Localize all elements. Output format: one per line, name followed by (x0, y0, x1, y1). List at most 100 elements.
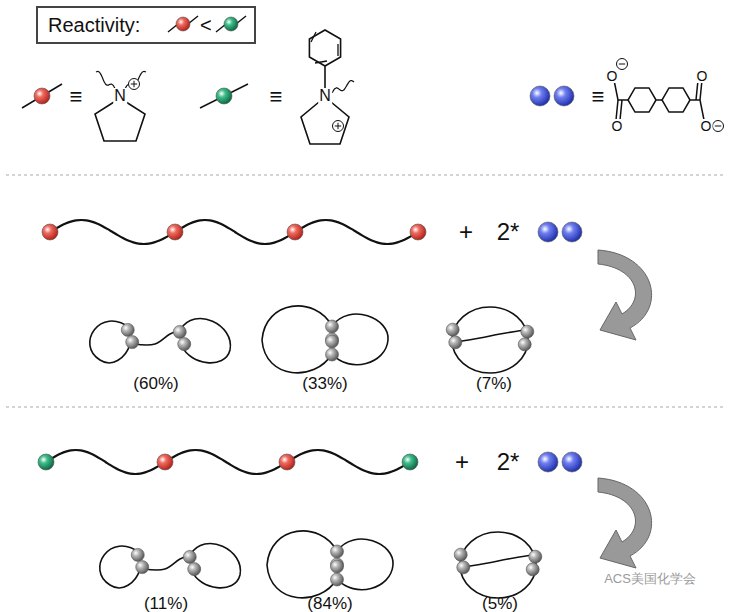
red-bead (410, 224, 426, 240)
blue-bead (538, 222, 558, 242)
macrocycle-loop (262, 306, 332, 373)
charge-sign (715, 126, 721, 127)
pyrrolidine-ring (301, 102, 349, 144)
macrocycle-loop (332, 314, 388, 365)
yield-value: (33%) (302, 375, 347, 392)
chain-linker (464, 555, 532, 567)
grey-bead (183, 550, 196, 563)
grey-bead (178, 338, 191, 351)
wavy-bond (124, 71, 146, 91)
macrocycle-loop (267, 531, 337, 598)
grey-bead (457, 561, 470, 574)
blue-bead (562, 452, 582, 472)
chain-linker (287, 450, 410, 474)
grey-bead (131, 548, 144, 561)
green-bead (224, 17, 238, 31)
atom-label: N (318, 88, 332, 104)
green-bead (38, 454, 54, 470)
equivalence-sign: ≡ (592, 86, 605, 108)
pyrrolidine-ring (95, 102, 145, 141)
equivalence-sign: ≡ (270, 86, 283, 108)
bond (616, 100, 618, 120)
charge-circle (333, 121, 344, 132)
bond (700, 100, 704, 120)
dashed-separator (6, 175, 723, 176)
grey-bead (173, 325, 186, 338)
dashed-separator (6, 407, 723, 408)
bond (700, 80, 702, 100)
phenyl-ring (309, 30, 340, 66)
chain-linker (46, 450, 165, 474)
blue-bead (554, 86, 574, 106)
grey-bead (529, 550, 542, 563)
chain-linker (50, 220, 175, 244)
bead-stub (22, 84, 62, 108)
charge-circle (713, 121, 724, 132)
grey-bead (446, 323, 459, 336)
yield-value: (60%) (133, 375, 178, 392)
grey-bead (331, 545, 344, 558)
bond (618, 99, 628, 101)
red-bead (167, 224, 183, 240)
red-bead (34, 88, 50, 104)
chain-linker (175, 220, 295, 244)
yield-value: (11%) (144, 595, 188, 612)
grey-bead (331, 573, 344, 586)
reaction-arrow (598, 250, 652, 340)
stoichiometry: 2* (497, 450, 520, 474)
atom-label: O (700, 119, 713, 133)
phenyl-ring (662, 88, 690, 112)
bond (656, 99, 662, 101)
grey-bead (454, 548, 467, 561)
bond (696, 80, 698, 100)
blue-bead (562, 222, 582, 242)
bond (690, 99, 700, 101)
ring-double-bond (311, 32, 316, 42)
red-bead (176, 17, 190, 31)
ring-double-bond (337, 44, 338, 56)
watermark: ACS美国化学会 (604, 572, 696, 585)
grey-bead (326, 320, 339, 333)
grey-bead (526, 563, 539, 576)
yield-value: (7%) (476, 375, 512, 392)
macrocycle-loop (460, 532, 536, 598)
red-bead (42, 224, 58, 240)
legend-box: Reactivity:< (36, 6, 256, 44)
grey-bead (121, 323, 134, 336)
charge-sign (134, 81, 135, 87)
red-bead (287, 224, 303, 240)
grey-bead (326, 335, 339, 348)
yield-value: (5%) (482, 595, 518, 612)
box-title: Reactivity: (48, 15, 140, 35)
wavy-bond (332, 81, 354, 93)
reaction-arrow (598, 478, 652, 568)
atom-label: O (611, 119, 624, 133)
red-bead (157, 454, 173, 470)
macrocycle-loop (337, 539, 393, 590)
atom-label: N (113, 88, 127, 104)
chain-linker (295, 220, 418, 244)
green-bead (402, 454, 418, 470)
red-bead (279, 454, 295, 470)
yield-value: (84%) (307, 595, 352, 612)
charge-circle (617, 59, 628, 70)
chain-linker (456, 330, 524, 342)
ring-double-bond (315, 61, 327, 63)
green-bead (216, 88, 232, 104)
chain-linker (165, 450, 287, 474)
bond (620, 100, 622, 120)
grey-bead (518, 338, 531, 351)
macrocycle-loop (452, 307, 528, 373)
grey-bead (188, 563, 201, 576)
grey-bead (136, 561, 149, 574)
charge-circle (129, 79, 140, 90)
blue-bead (530, 86, 550, 106)
grey-bead (521, 325, 534, 338)
bead-stub (200, 84, 248, 108)
phenyl-ring (628, 88, 656, 112)
equivalence-sign: ≡ (70, 86, 83, 108)
stoichiometry: 2* (497, 220, 520, 244)
atom-label: O (696, 69, 709, 83)
grey-bead (331, 560, 344, 573)
